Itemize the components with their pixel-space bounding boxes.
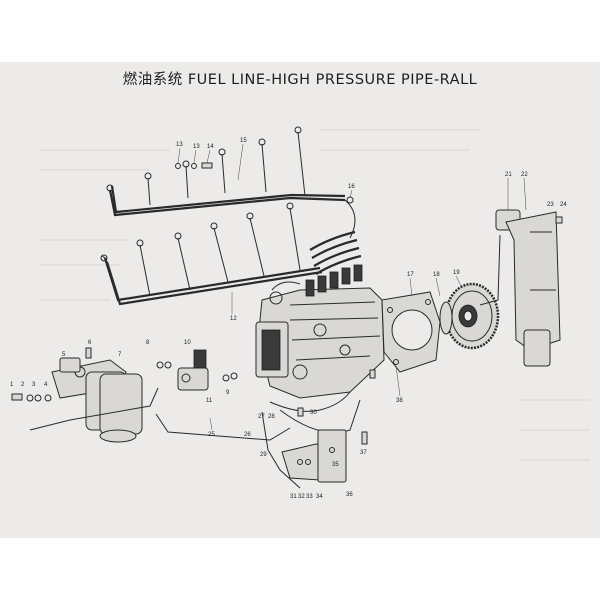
callout-7: 7 (118, 352, 122, 358)
callout-25: 25 (208, 432, 215, 438)
callout-28: 28 (268, 414, 275, 420)
adaptor-plate (381, 291, 441, 373)
callout-4: 4 (44, 382, 48, 388)
callout-23: 23 (547, 202, 554, 208)
callout-37: 37 (360, 450, 367, 456)
diagram-page: 燃油系统 FUEL LINE-HIGH PRESSURE PIPE-RALL (0, 62, 600, 538)
callout-26: 26 (244, 432, 251, 438)
callout-36: 36 (346, 492, 353, 498)
callout-27: 27 (258, 414, 265, 420)
callout-15: 15 (240, 138, 247, 144)
callout-8: 8 (146, 340, 150, 346)
callout-30: 30 (310, 410, 317, 416)
valve-assembly (156, 349, 238, 391)
injection-pump (255, 264, 385, 399)
page-title: 燃油系统 FUEL LINE-HIGH PRESSURE PIPE-RALL (122, 72, 478, 88)
callout-labels: 1 2 3 4 5 6 7 8 9 10 11 12 13 13 14 15 1… (10, 138, 567, 500)
callout-13: 13 (176, 142, 183, 148)
callout-1: 1 (10, 382, 14, 388)
callout-13b: 13 (193, 144, 200, 150)
callout-21: 21 (505, 172, 512, 178)
bolts (11, 347, 376, 417)
callout-33: 33 (306, 494, 313, 500)
callout-17: 17 (407, 272, 414, 278)
callout-6: 6 (88, 340, 92, 346)
callout-38: 38 (396, 398, 403, 404)
pipe-coils (309, 196, 362, 275)
mounting-bracket (281, 429, 368, 483)
drive-gear (439, 282, 500, 350)
callout-11: 11 (206, 398, 213, 404)
callout-24: 24 (560, 202, 567, 208)
callout-3: 3 (32, 382, 36, 388)
primary-filter (51, 357, 143, 443)
banjo-fittings (175, 162, 213, 169)
callout-2: 2 (21, 382, 25, 388)
callout-5: 5 (62, 352, 66, 358)
callout-9: 9 (226, 390, 230, 396)
callout-10: 10 (184, 340, 191, 346)
callout-14: 14 (207, 144, 214, 150)
callout-16: 16 (348, 184, 355, 190)
exploded-parts-diagram: 1 2 3 4 5 6 7 8 9 10 11 12 13 13 14 15 1… (10, 126, 590, 500)
leader-lines (177, 143, 527, 431)
callout-34: 34 (316, 494, 323, 500)
callout-22: 22 (521, 172, 528, 178)
callout-29: 29 (260, 452, 267, 458)
callout-31: 31 (290, 494, 297, 500)
callout-12: 12 (230, 316, 237, 322)
callout-32: 32 (298, 494, 305, 500)
callout-18: 18 (433, 272, 440, 278)
lower-pipe-bundle (100, 202, 323, 306)
fuel-filter (479, 209, 563, 367)
upper-pipe-bundle (106, 126, 346, 217)
callout-19: 19 (453, 270, 460, 276)
callout-35: 35 (332, 462, 339, 468)
